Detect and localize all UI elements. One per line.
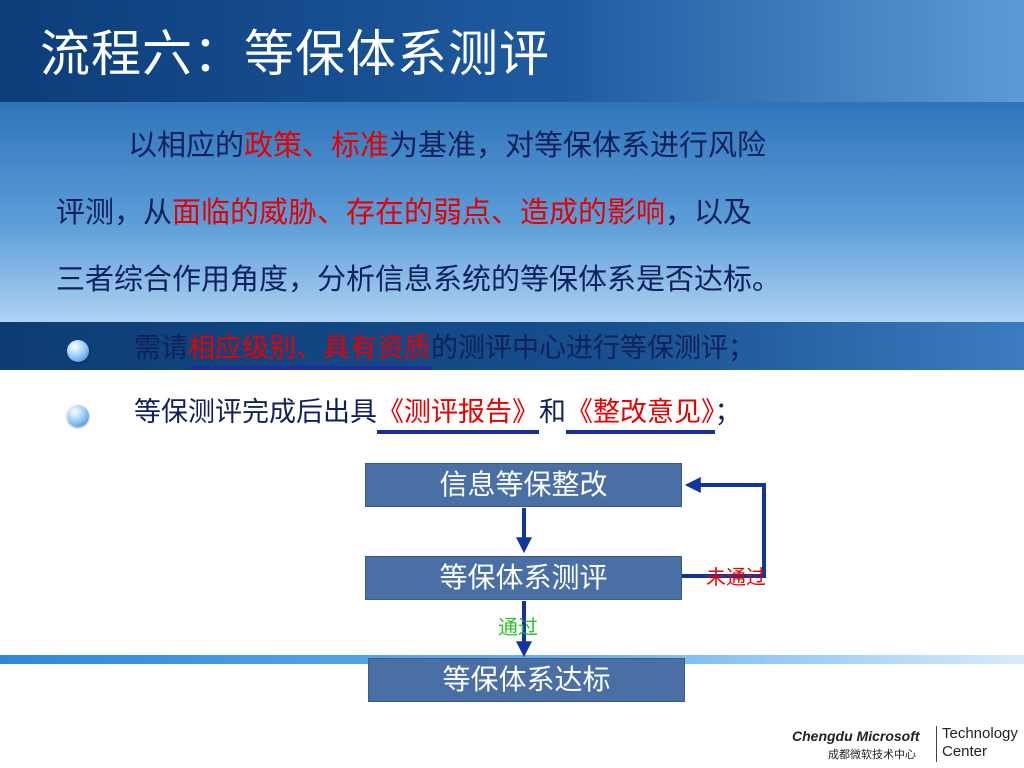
- intro-paragraph: 以相应的政策、标准为基准，对等保体系进行风险 评测，从面临的威胁、存在的弱点、造…: [56, 112, 996, 313]
- bullet-text: 需请: [134, 333, 188, 364]
- label-fail: 未通过: [706, 565, 766, 589]
- bullet-highlight: 《整改意见》: [566, 397, 715, 434]
- logo-chinese: 成都微软技术中心: [828, 748, 916, 761]
- bullet-item-1: 需请相应级别、具有资质的测评中心进行等保测评；: [134, 326, 755, 370]
- flow-box-assess: 等保体系测评: [365, 556, 682, 600]
- para-highlight: 面临的威胁、存在的弱点、造成的影响: [172, 195, 666, 229]
- para-highlight: 政策、标准: [244, 128, 390, 162]
- slide-title: 流程六：等保体系测评: [40, 25, 550, 83]
- bullet-text: 的测评中心进行等保测评；: [431, 333, 755, 364]
- bullet-item-2: 等保测评完成后出具《测评报告》和《整改意见》；: [134, 390, 742, 434]
- paragraph-line-2: 评测，从面临的威胁、存在的弱点、造成的影响，以及: [56, 179, 996, 246]
- label-pass: 通过: [498, 615, 538, 639]
- para-text: 评测，从: [56, 195, 173, 229]
- flow-box-rectify: 信息等保整改: [365, 463, 682, 507]
- arrow-fail-loop: [682, 477, 766, 578]
- para-text: ，以及: [665, 195, 753, 229]
- title-bar: 流程六：等保体系测评: [0, 0, 1024, 102]
- bullet-highlight: 相应级别、具有资质: [188, 333, 431, 370]
- logo-tech-line2: Center: [942, 743, 988, 760]
- banner-dark-band: [0, 322, 1024, 370]
- bullet-text: 和: [539, 397, 566, 428]
- para-text: 为基准，对等保体系进行风险: [389, 128, 767, 162]
- bullet-highlight: 《测评报告》: [377, 397, 539, 434]
- flow-box-pass: 等保体系达标: [368, 658, 685, 702]
- paragraph-line-3: 三者综合作用角度，分析信息系统的等保体系是否达标。: [56, 262, 782, 296]
- bullet-text: ；: [714, 397, 742, 428]
- paragraph-line-1: 以相应的政策、标准为基准，对等保体系进行风险: [56, 112, 996, 179]
- logo-divider: [936, 726, 937, 762]
- bullet-icon: [67, 405, 89, 427]
- bullet-text: 等保测评完成后出具: [134, 397, 377, 428]
- bullet-icon: [67, 340, 89, 362]
- logo-english: Chengdu Microsoft: [792, 728, 920, 744]
- logo-tech-line1: Technology: [942, 725, 1018, 742]
- para-text: 以相应的: [128, 128, 245, 162]
